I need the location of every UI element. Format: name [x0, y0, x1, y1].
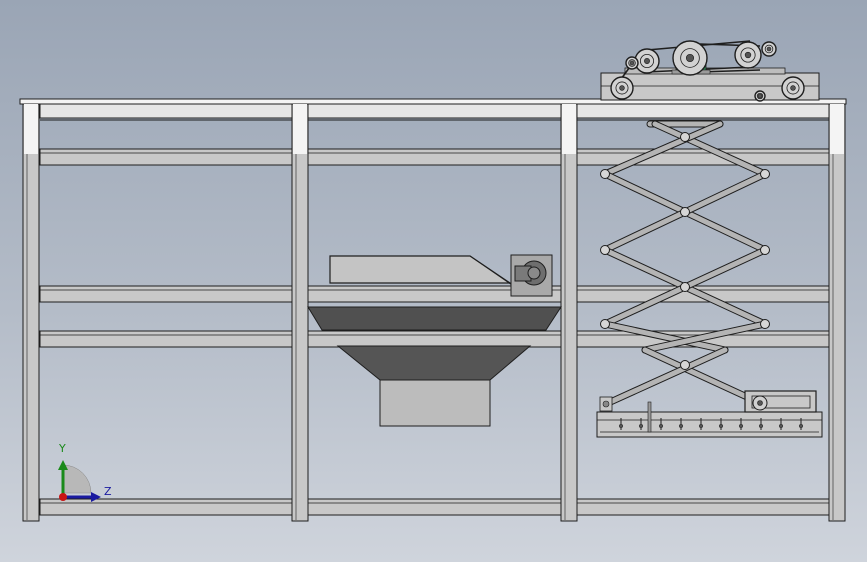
- pulley-group: [610, 40, 805, 102]
- hopper-pan: [307, 306, 562, 331]
- top-beam: [39, 103, 833, 119]
- pulley-left-hub: [640, 54, 655, 69]
- x-axis-dot: [59, 493, 67, 501]
- steel-frame: [19, 98, 847, 522]
- scissor-link-9: [642, 347, 763, 406]
- pulley-idler-bore: [629, 60, 635, 66]
- column-2-cap: [293, 104, 307, 154]
- column-3-cap: [562, 104, 576, 154]
- column-1: [22, 103, 40, 522]
- scissor-link-10: [603, 347, 728, 407]
- z-axis-arrowhead: [91, 492, 101, 502]
- pivot-pin-icon: [680, 132, 690, 142]
- pulley-idler-hub: [628, 59, 636, 67]
- beam-bottom: [39, 498, 833, 516]
- pulley-main-hub: [680, 48, 700, 68]
- triad-y-label: Y: [59, 442, 66, 455]
- feeder-tray: [329, 255, 512, 284]
- platform-pin-head: [618, 423, 624, 429]
- hopper-cone: [336, 345, 532, 381]
- hopper-outlet: [379, 379, 491, 427]
- scissor-link-7: [602, 321, 728, 353]
- column-2: [291, 103, 309, 522]
- scissor-link-2: [602, 121, 723, 177]
- pivot-pin-icon: [600, 245, 610, 255]
- column-4-cap: [830, 104, 844, 154]
- platform-pin-head: [698, 423, 704, 429]
- triad-z-label: Z: [104, 485, 112, 498]
- gear-motor-icon: [510, 254, 553, 297]
- feeder-chute-edge: [469, 255, 513, 286]
- pulley-low-hub: [756, 92, 764, 100]
- pulley-small-bore: [766, 46, 772, 52]
- platform-pin-head: [758, 423, 764, 429]
- coordinate-triad: [58, 460, 101, 502]
- scissor-lift: [600, 120, 770, 408]
- platform-pin-head: [738, 423, 744, 429]
- pulley-small-hub: [764, 44, 774, 54]
- platform-pin-head: [658, 423, 664, 429]
- pivot-pin-icon: [600, 169, 610, 179]
- platform-pin-head: [638, 423, 644, 429]
- pivot-pin-icon: [680, 360, 690, 370]
- pulley-right-wheel-bore: [790, 85, 796, 91]
- lift-platform: [596, 390, 823, 438]
- platform-pin-head: [798, 423, 804, 429]
- platform-bracket-icon: [599, 396, 613, 412]
- column-1-cap: [24, 104, 38, 154]
- pivot-pin-icon: [760, 245, 770, 255]
- pivot-pin-icon: [760, 319, 770, 329]
- pivot-pin-icon: [760, 169, 770, 179]
- pulley-left-bore: [644, 58, 650, 64]
- guide-slot: [751, 395, 811, 409]
- platform-post: [647, 401, 652, 433]
- platform-pin-row: [618, 418, 804, 430]
- platform-bar: [596, 411, 823, 438]
- pulley-right-wheel-hub: [786, 81, 800, 95]
- platform-pin-head: [778, 423, 784, 429]
- hopper-assembly: [307, 254, 562, 427]
- pulley-low-bore: [757, 93, 763, 99]
- column-4: [828, 103, 846, 522]
- guide-roller-icon: [752, 395, 768, 411]
- triad-quarter-disc: [62, 464, 92, 494]
- scissor-link-8: [642, 321, 768, 353]
- scissor-link-1: [652, 121, 768, 177]
- pivot-pin-icon: [680, 207, 690, 217]
- y-axis-arrowhead: [58, 460, 68, 470]
- pivot-pin-icon: [680, 282, 690, 292]
- pivot-pin-icon: [600, 319, 610, 329]
- pulley-right-hub: [740, 47, 756, 63]
- pulley-right-bore: [744, 51, 752, 59]
- pulley-main-bore: [685, 53, 695, 63]
- platform-pin-head: [678, 423, 684, 429]
- top-drive-carriage: [600, 40, 820, 102]
- column-3: [560, 103, 578, 522]
- pulley-left-wheel-bore: [619, 85, 625, 91]
- pulley-left-wheel-hub: [615, 81, 629, 95]
- platform-pin-head: [718, 423, 724, 429]
